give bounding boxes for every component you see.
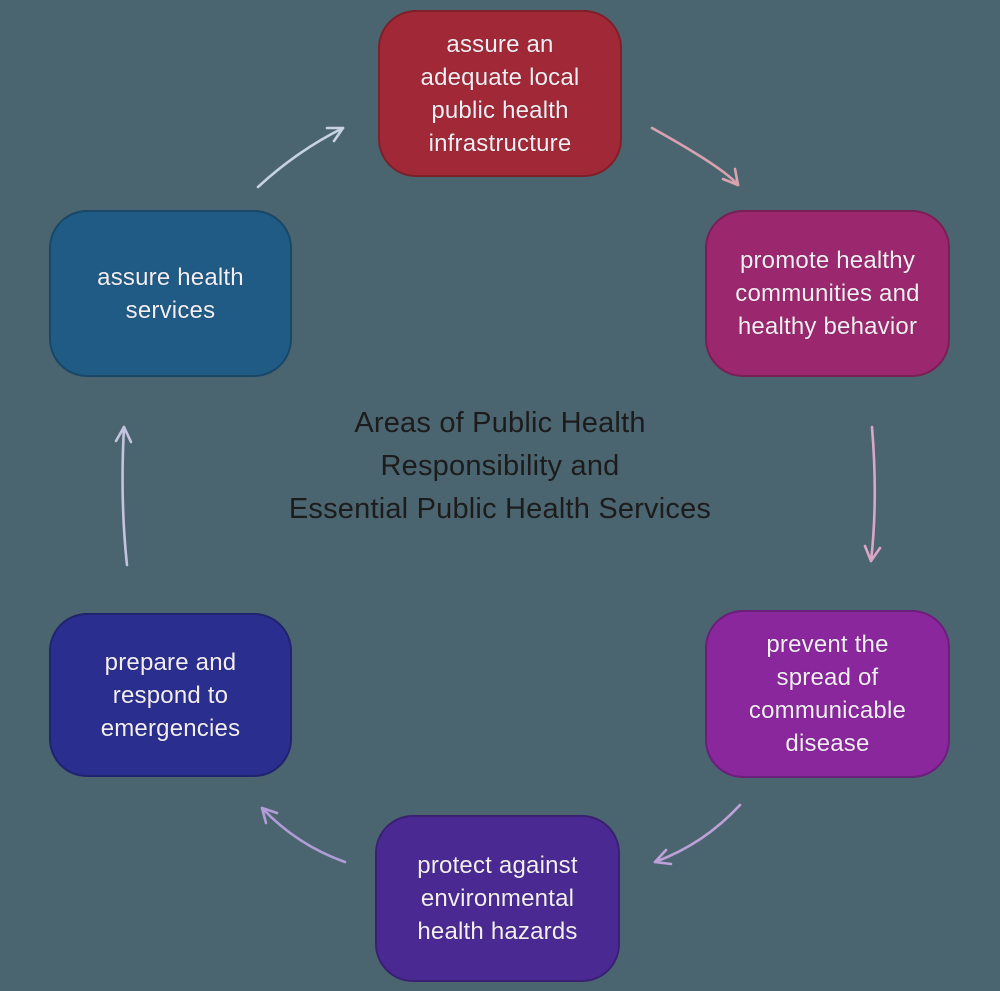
- node-label: protect against environmental health haz…: [417, 852, 578, 945]
- node-label: prevent the spread of communicable disea…: [748, 631, 907, 757]
- arrowhead-icon: [325, 126, 345, 143]
- arrow-curve: [121, 425, 129, 567]
- node-label: assure health services: [97, 263, 244, 324]
- node-label: promote healthy communities and healthy …: [735, 247, 920, 340]
- node-label: prepare and respond to emergencies: [100, 648, 241, 742]
- arrow-curve: [260, 806, 347, 864]
- diagram-title: Areas of Public Health Responsibility an…: [288, 407, 712, 525]
- arrow-prepare-to-services: [114, 425, 133, 567]
- arrowhead-icon: [114, 425, 133, 444]
- node-protect-environmental-hazards: protect against environmental health haz…: [375, 815, 620, 982]
- arrowhead-icon: [721, 167, 740, 187]
- arrow-curve: [256, 126, 345, 189]
- arrow-curve: [650, 126, 740, 187]
- arrow-promote-to-prevent: [863, 425, 882, 563]
- arrow-services-to-infrastructure: [256, 126, 345, 189]
- arrowhead-icon: [260, 806, 279, 825]
- node-prevent-communicable-disease: prevent the spread of communicable disea…: [705, 610, 950, 778]
- arrow-prevent-to-protect: [653, 803, 742, 866]
- arrow-curve: [653, 803, 742, 864]
- arrowhead-icon: [863, 544, 882, 563]
- node-assure-health-services: assure health services: [49, 210, 292, 377]
- node-assure-infrastructure: assure an adequate local public health i…: [378, 10, 622, 177]
- arrow-protect-to-prepare: [260, 806, 347, 864]
- node-promote-healthy-communities: promote healthy communities and healthy …: [705, 210, 950, 377]
- arrowhead-icon: [653, 848, 673, 866]
- arrow-infrastructure-to-promote: [650, 126, 740, 187]
- node-prepare-respond-emergencies: prepare and respond to emergencies: [49, 613, 292, 777]
- node-label: assure an adequate local public health i…: [420, 30, 580, 157]
- arrow-curve: [869, 425, 877, 563]
